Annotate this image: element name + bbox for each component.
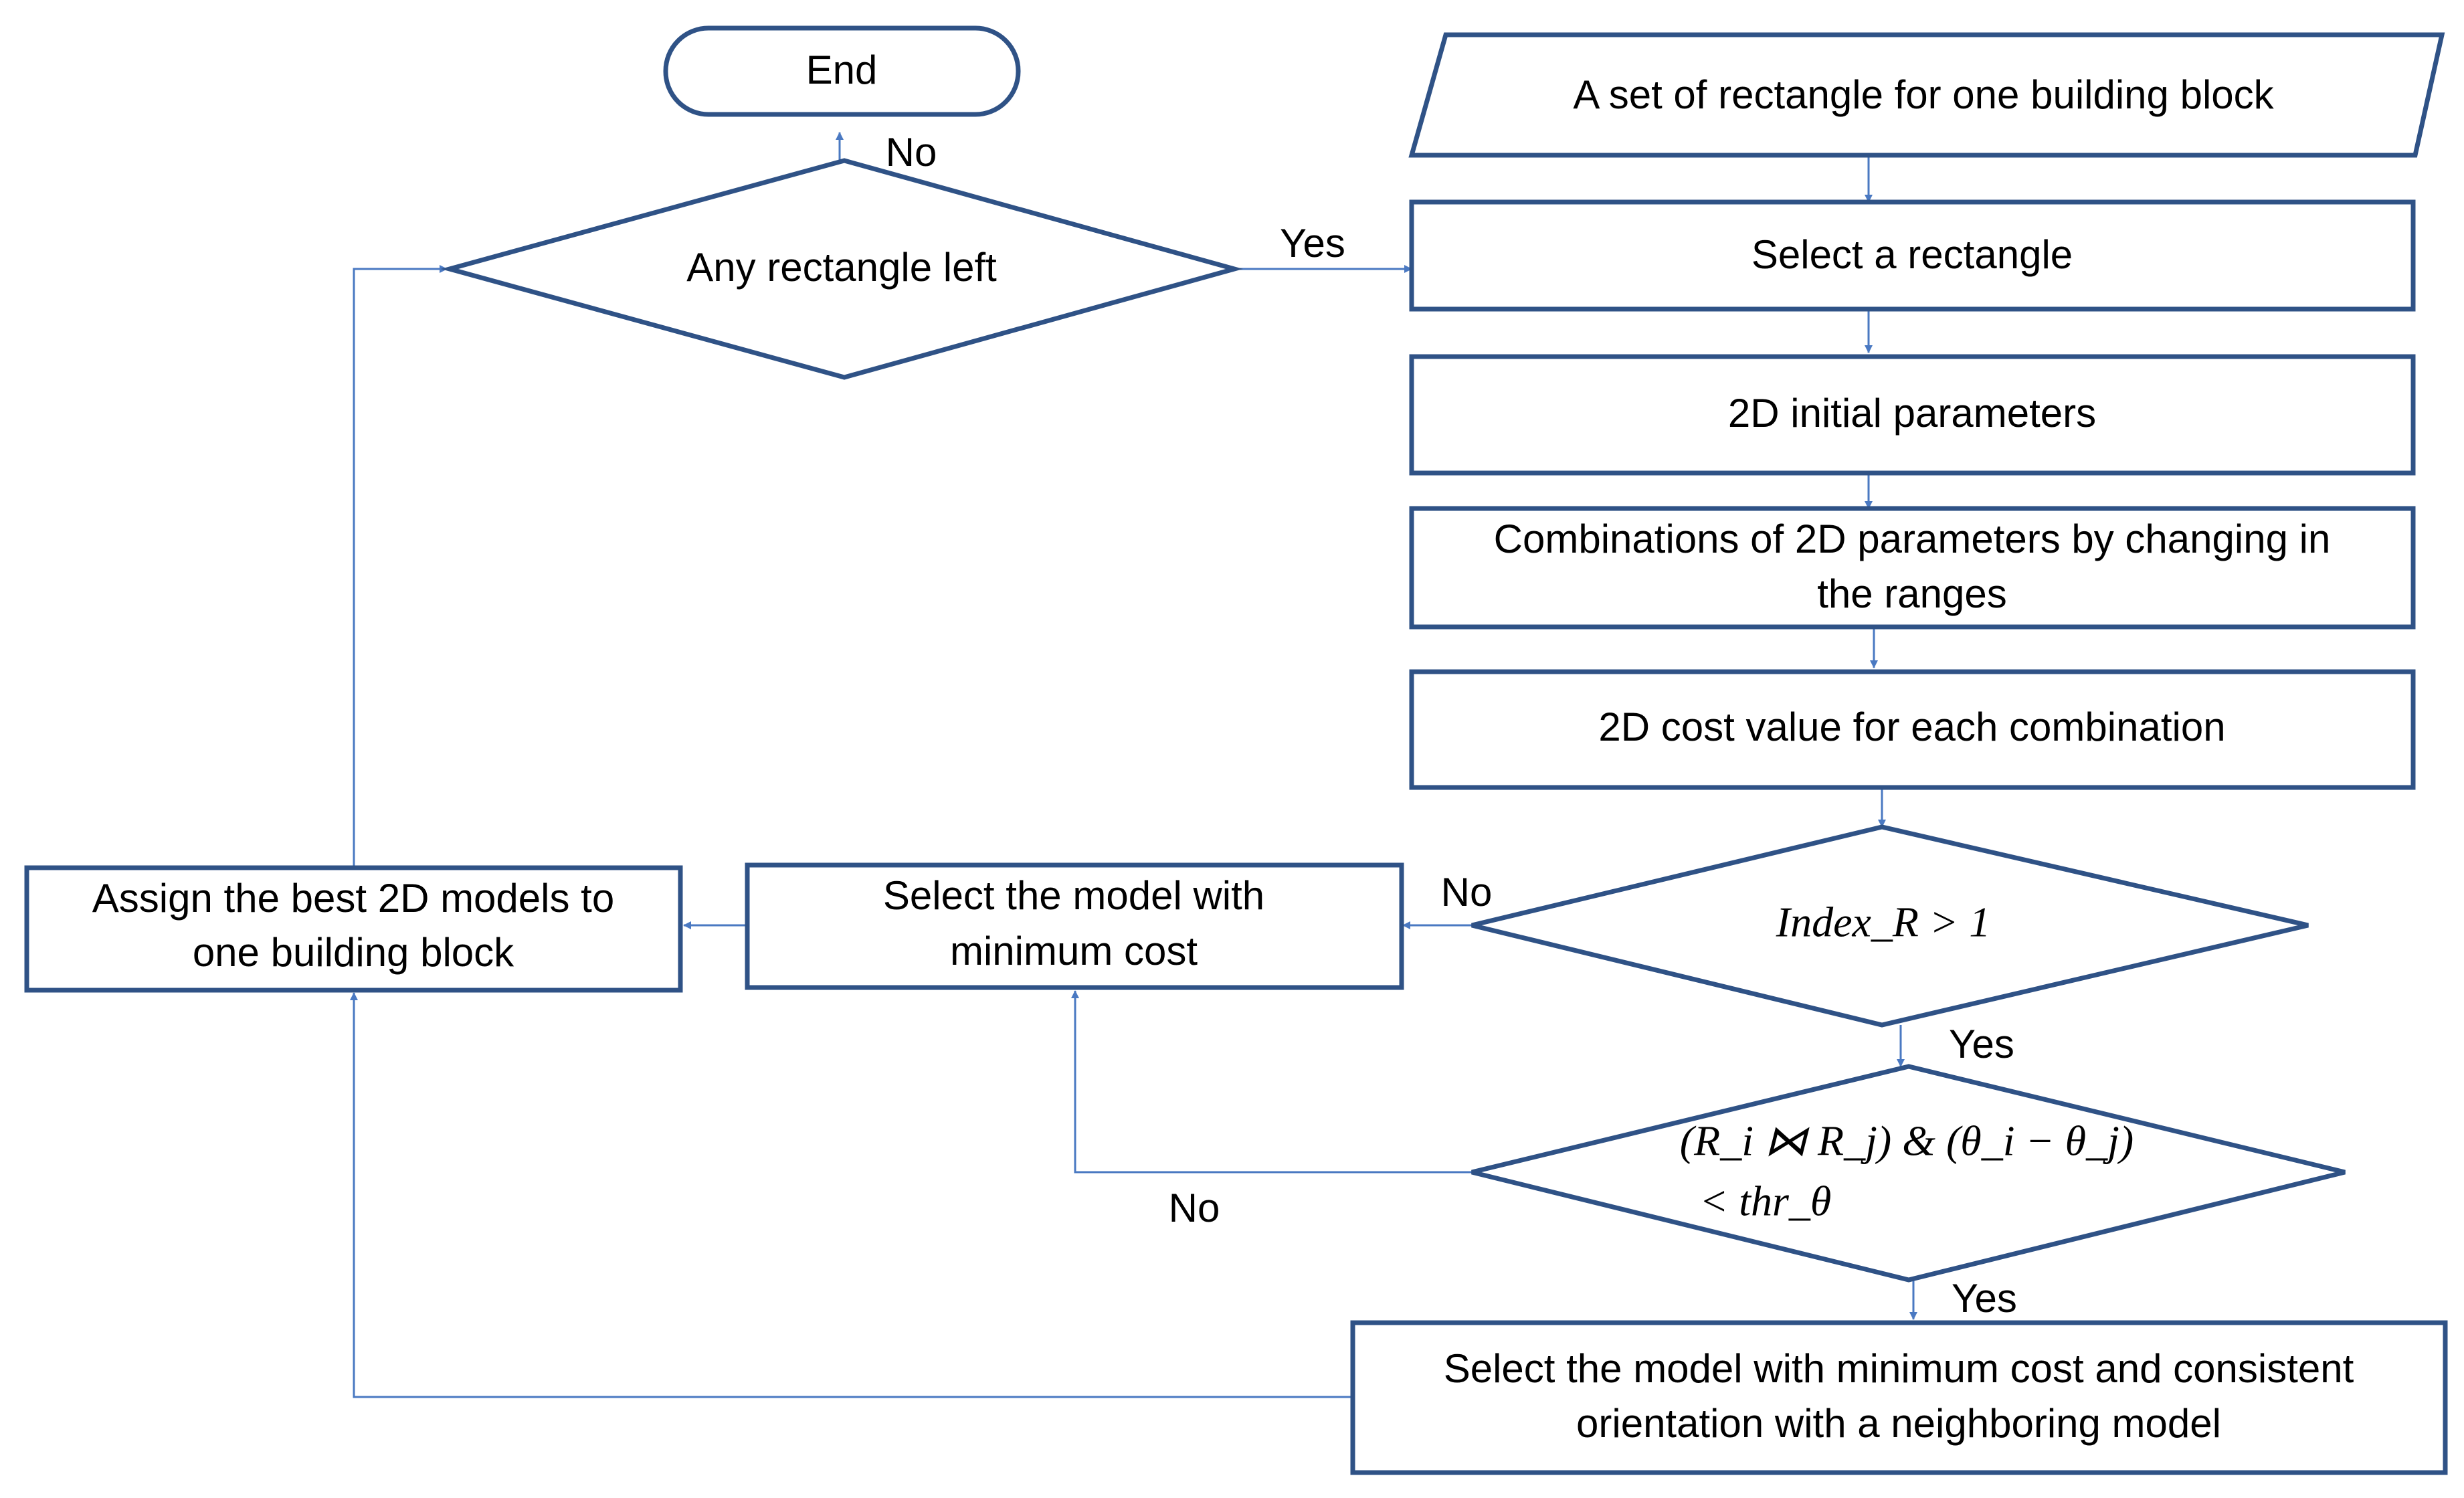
edge-label-index-yes: Yes [1949,1022,2014,1066]
combinations-label-line1: Combinations of 2D parameters by changin… [1494,517,2331,561]
edge-label-relation-no: No [1169,1186,1220,1230]
arrow-assign-to-any-left [353,265,448,866]
decision-relation [1471,1064,2346,1283]
initial-parameters-label: 2D initial parameters [1728,391,2096,436]
assign-best-label-line1: Assign the best 2D models to [92,876,614,921]
select-consistent-label-line1: Select the model with minimum cost and c… [1444,1346,2354,1391]
edge-label-any-left-no: No [886,130,937,175]
process-assign-best [24,865,683,993]
select-min-cost-label-line1: Select the model with [883,873,1264,918]
edge-label-any-left-yes: Yes [1280,221,1345,266]
input-label: A set of rectangle for one building bloc… [1573,72,2274,117]
decision-index-label: Index_R > 1 [1776,899,1990,946]
process-initial-parameters [1409,354,2416,476]
node-labels: End A set of rectangle for one building … [92,48,2354,1446]
select-min-cost-label-line2: minimum cost [950,929,1198,973]
input-parallelogram [1408,32,2445,158]
edge-label-index-no: No [1441,870,1493,915]
end-label: End [806,48,878,92]
end-terminator [663,25,1021,117]
process-select-rectangle [1409,199,2416,312]
arrow-relation-to-select-min [1071,990,1472,1174]
decision-any-left-label: Any rectangle left [686,245,997,290]
edge-label-relation-yes: Yes [1952,1276,2017,1321]
cost-value-label: 2D cost value for each combination [1598,705,2225,749]
process-cost-value [1409,669,2416,790]
decision-relation-label-line2: < thr_θ [1699,1178,1831,1225]
process-select-consistent [1350,1320,2448,1475]
select-consistent-label-line2: orientation with a neighboring model [1576,1401,2221,1446]
select-rectangle-label: Select a rectangle [1751,232,2073,277]
process-select-min-cost [745,862,1404,990]
shapes [24,25,2448,1475]
edge-labels: No Yes No Yes No Yes [886,130,2017,1321]
decision-relation-label-line1: (R_i ⋈ R_j) & (θ_i − θ_j) [1680,1117,2134,1165]
decision-index [1471,824,2309,1028]
decision-any-rectangle-left [440,158,1244,380]
connectors [350,132,1917,1398]
process-combinations [1409,506,2416,630]
assign-best-label-line2: one building block [193,930,514,975]
arrow-consistent-to-assign [350,992,1353,1398]
combinations-label-line2: the ranges [1817,571,2007,616]
